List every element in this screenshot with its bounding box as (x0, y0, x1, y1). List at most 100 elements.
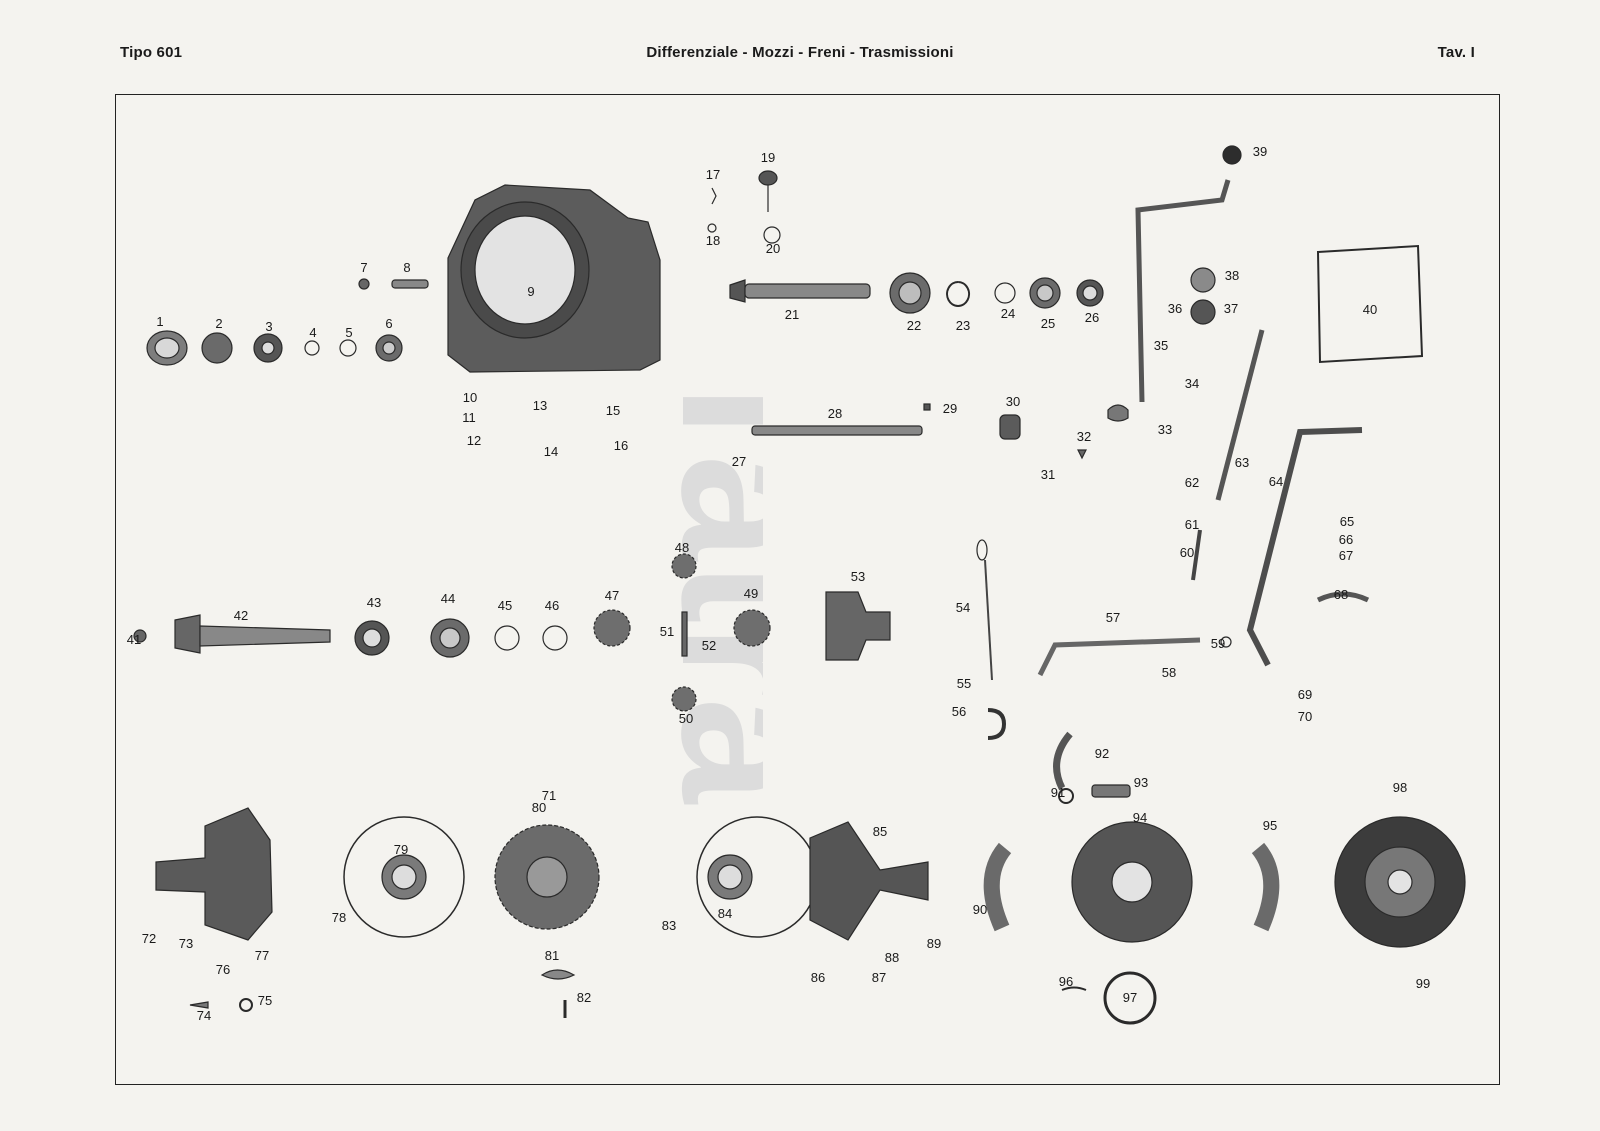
callout-82: 82 (576, 990, 592, 1005)
callout-47: 47 (604, 588, 620, 603)
callout-64: 64 (1268, 474, 1284, 489)
part-lever-rod (1215, 329, 1265, 501)
callout-22: 22 (906, 318, 922, 333)
part-clip (987, 708, 1007, 740)
callout-6: 6 (385, 316, 393, 331)
part-dust-cover (1103, 971, 1157, 1025)
callout-93: 93 (1133, 775, 1149, 790)
diagram-frame (115, 94, 1500, 1085)
part-ring (339, 339, 357, 357)
callout-53: 53 (850, 569, 866, 584)
part-shift-rod (1135, 179, 1231, 403)
part-axle-shaft (199, 625, 331, 647)
callout-11: 11 (462, 410, 476, 425)
callout-19: 19 (760, 150, 776, 165)
part-shift-fork (1107, 404, 1129, 422)
callout-75: 75 (257, 993, 273, 1008)
callout-91: 91 (1050, 785, 1066, 800)
part-hub-nut (133, 629, 147, 643)
callout-60: 60 (1179, 545, 1195, 560)
callout-57: 57 (1105, 610, 1121, 625)
callout-66: 66 (1338, 532, 1354, 547)
callout-63: 63 (1234, 455, 1250, 470)
callout-86: 86 (810, 970, 826, 985)
part-brake-cam-lever (1053, 731, 1073, 790)
callout-79: 79 (393, 842, 409, 857)
part-gasket-ring-large (343, 816, 465, 938)
callout-35: 35 (1153, 338, 1169, 353)
callout-84: 84 (717, 906, 733, 921)
part-washer (304, 340, 320, 356)
part-brake-hub (809, 821, 929, 941)
callout-9: 9 (527, 284, 535, 299)
callout-81: 81 (544, 948, 560, 963)
part-plate-small (540, 969, 576, 980)
callout-98: 98 (1392, 780, 1408, 795)
part-pinion-shaft (744, 283, 871, 299)
callout-30: 30 (1005, 394, 1021, 409)
part-brake-rod (1037, 637, 1201, 677)
callout-52: 52 (701, 638, 717, 653)
callout-54: 54 (955, 600, 971, 615)
callout-61: 61 (1184, 517, 1200, 532)
callout-26: 26 (1084, 310, 1100, 325)
part-planet-gear-2 (671, 686, 697, 712)
callout-20: 20 (765, 241, 781, 256)
part-cover-gasket (1316, 244, 1424, 364)
callout-74: 74 (196, 1008, 212, 1023)
callout-51: 51 (659, 624, 675, 639)
callout-10: 10 (462, 390, 478, 405)
part-brake-shoe (983, 842, 1012, 932)
part-cap-screw (189, 1001, 209, 1009)
part-brake-shoe-2 (1251, 842, 1280, 932)
callout-34: 34 (1184, 376, 1200, 391)
callout-99: 99 (1415, 976, 1431, 991)
callout-58: 58 (1161, 665, 1177, 680)
callout-67: 67 (1338, 548, 1354, 563)
callout-16: 16 (613, 438, 629, 453)
callout-62: 62 (1184, 475, 1200, 490)
callout-70: 70 (1297, 709, 1313, 724)
callout-83: 83 (661, 918, 677, 933)
watermark-text: Tatra (642, 353, 763, 805)
callout-76: 76 (215, 962, 231, 977)
callout-97: 97 (1122, 990, 1138, 1005)
callout-31: 31 (1040, 467, 1056, 482)
callout-80: 80 (531, 800, 547, 815)
part-drive-flange (174, 614, 201, 654)
callout-56: 56 (951, 704, 967, 719)
callout-42: 42 (233, 608, 249, 623)
callout-96: 96 (1058, 974, 1074, 989)
callout-59: 59 (1210, 636, 1226, 651)
callout-78: 78 (331, 910, 347, 925)
callout-49: 49 (743, 586, 759, 601)
callout-48: 48 (674, 540, 690, 555)
part-knob (1222, 145, 1242, 165)
callout-7: 7 (360, 260, 368, 275)
part-small-nut (358, 278, 370, 290)
part-handbrake-lever (1246, 427, 1363, 667)
part-gasket-ring (763, 226, 781, 244)
callout-69: 69 (1297, 687, 1313, 702)
part-key (923, 403, 931, 411)
callout-90: 90 (972, 902, 988, 917)
callout-77: 77 (254, 948, 270, 963)
part-nut (201, 332, 233, 364)
part-side-gear-2 (733, 609, 771, 647)
callout-72: 72 (141, 931, 157, 946)
callout-41: 41 (126, 632, 142, 647)
callout-55: 55 (956, 676, 972, 691)
callout-92: 92 (1094, 746, 1110, 761)
callout-37: 37 (1223, 301, 1239, 316)
callout-43: 43 (366, 595, 382, 610)
callout-4: 4 (309, 325, 317, 340)
callout-85: 85 (872, 824, 888, 839)
part-screw (711, 187, 717, 205)
part-nut-ring (239, 998, 253, 1012)
callout-39: 39 (1252, 144, 1268, 159)
part-pin (1077, 449, 1087, 460)
part-sector (1316, 591, 1370, 603)
callout-29: 29 (942, 401, 958, 416)
part-washer-2 (542, 625, 568, 651)
